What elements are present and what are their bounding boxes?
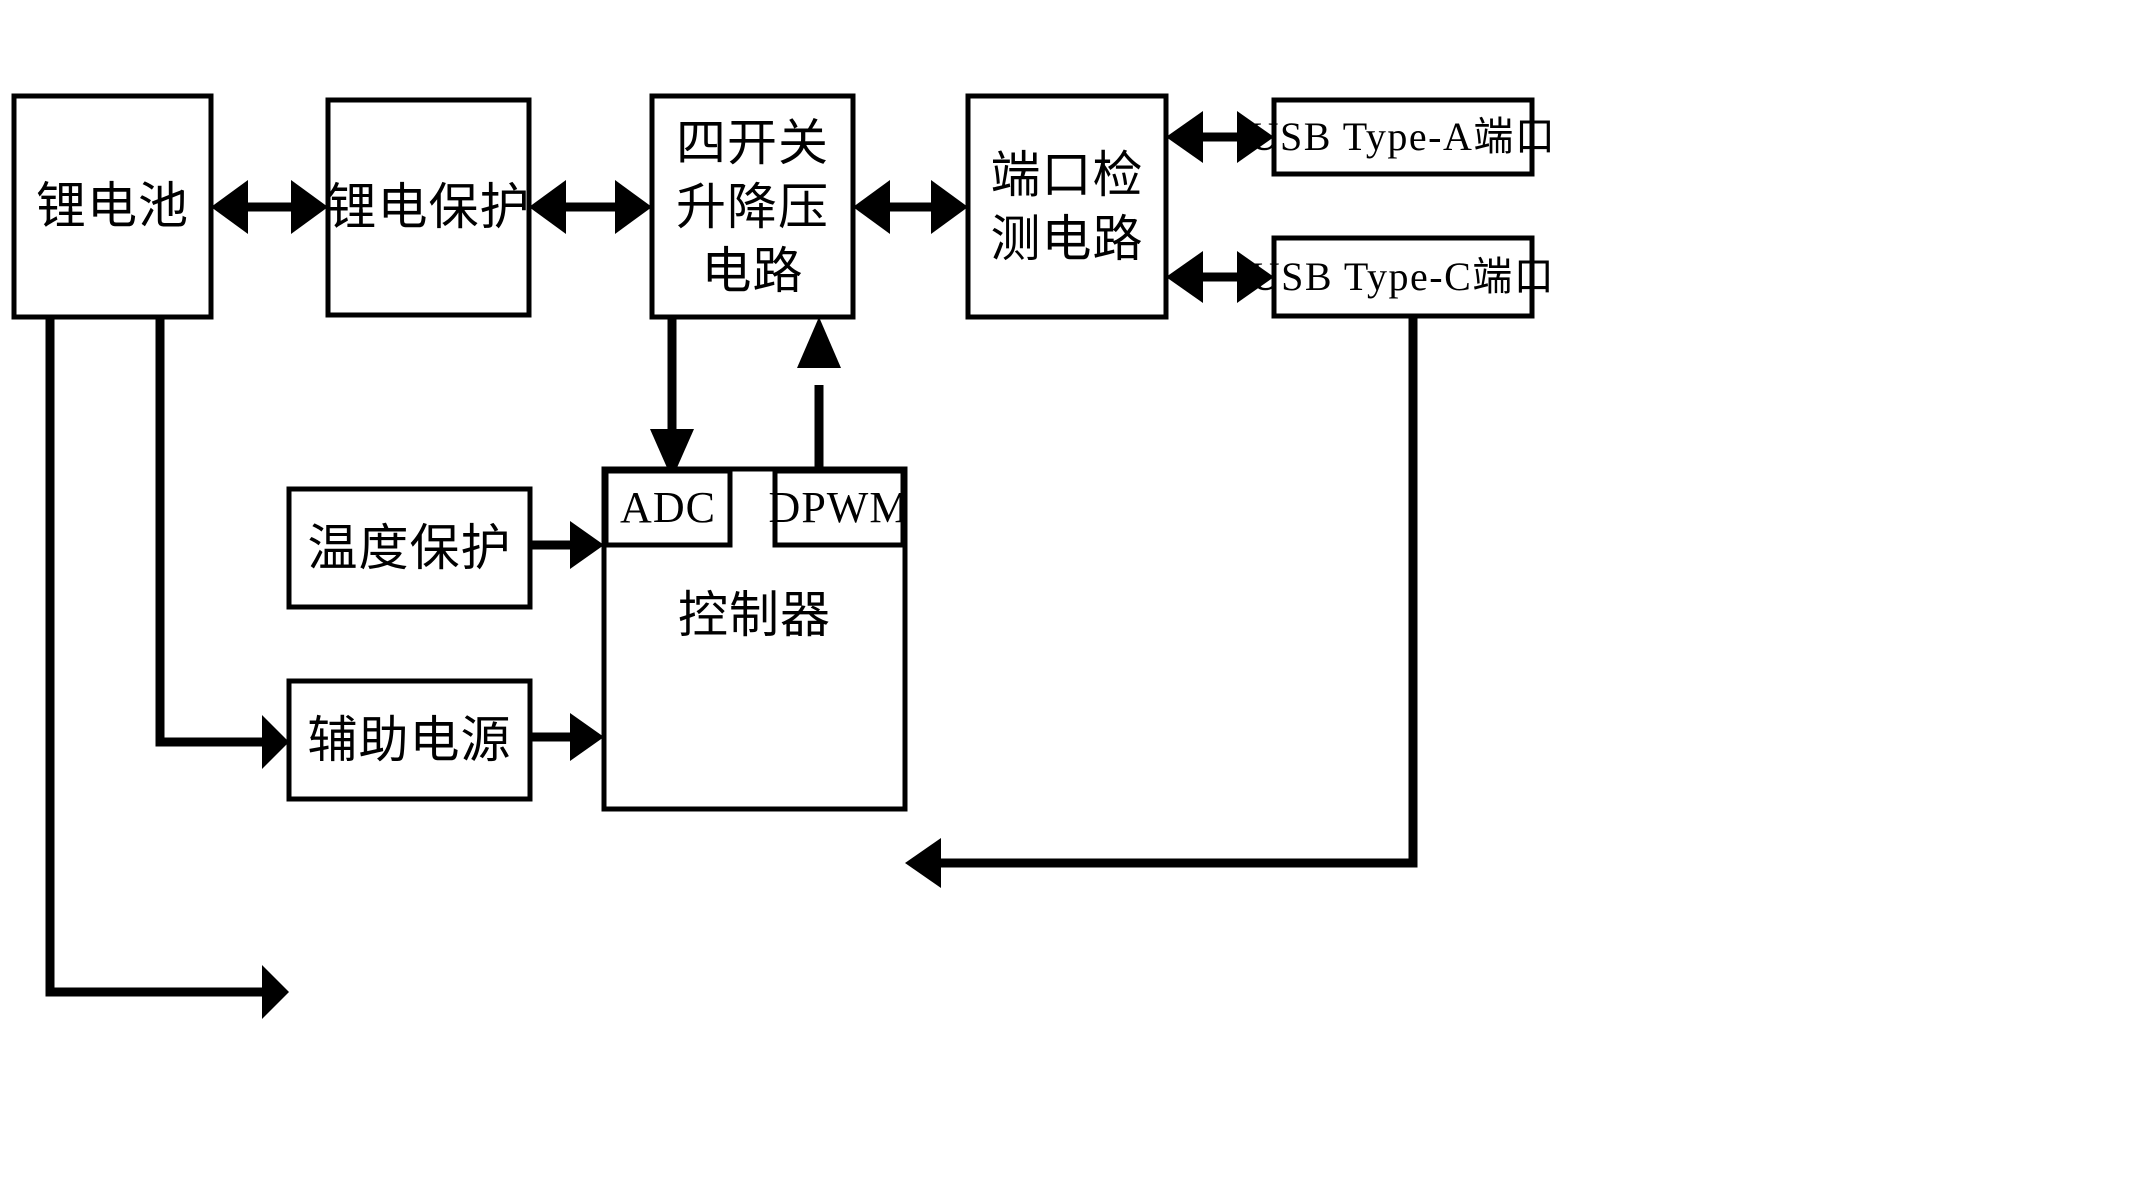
arrowhead-buckboost-in-right — [853, 180, 890, 234]
arrowhead-battery-in — [211, 180, 248, 234]
arrowhead-portdetect-in-c — [1166, 251, 1203, 303]
wire-usb-c-to-controller — [905, 316, 1418, 888]
arrowhead-controller-in-aux — [570, 713, 604, 761]
arrowhead-temp-protect-in — [262, 715, 289, 769]
block-usb-type-c-rect[interactable] — [1271, 235, 1535, 319]
wire-portdetect-usb-c — [1166, 251, 1274, 303]
arrowhead-buckboost-in-left — [615, 180, 652, 234]
wire-battery-protection — [211, 180, 328, 234]
arrowhead-controller-in-adc — [570, 521, 604, 569]
wire-buckboost-to-adc — [650, 317, 694, 479]
wire-temp-protect-to-controller — [530, 521, 604, 569]
arrowhead-portdetect-in-left — [931, 180, 968, 234]
arrowhead-aux-power-in — [262, 965, 289, 1019]
wire-dpwm-to-buckboost — [797, 317, 841, 479]
block-battery-rect[interactable] — [11, 93, 214, 320]
block-protection-rect[interactable] — [325, 97, 532, 318]
block-adc-rect[interactable] — [603, 468, 733, 548]
arrowhead-usb-a-in — [1237, 111, 1274, 163]
arrowhead-buckboost-in-bottom — [797, 317, 841, 368]
arrowhead-portdetect-in-a — [1166, 111, 1203, 163]
wire-protection-buckboost — [529, 180, 652, 234]
block-aux-power-rect[interactable] — [286, 678, 533, 802]
arrowhead-controller-in-right — [905, 838, 941, 888]
arrowhead-protection-in-right — [529, 180, 566, 234]
wire-buckboost-portdetect — [853, 180, 968, 234]
wire-battery-to-aux-power — [45, 317, 289, 1019]
arrowhead-adc-in-top — [650, 429, 694, 479]
block-buckboost-rect[interactable] — [649, 93, 856, 320]
arrowhead-usb-c-in — [1237, 251, 1274, 303]
arrowhead-protection-in-left — [291, 180, 328, 234]
wire-battery-to-temp-protect — [155, 317, 289, 769]
block-usb-type-a-rect[interactable] — [1271, 97, 1535, 177]
block-temp-protect-rect[interactable] — [286, 486, 533, 610]
block-portdetect-rect[interactable] — [965, 93, 1169, 320]
wire-aux-power-to-controller — [530, 713, 604, 761]
wire-portdetect-usb-a — [1166, 111, 1274, 163]
block-dpwm-rect[interactable] — [772, 468, 906, 548]
